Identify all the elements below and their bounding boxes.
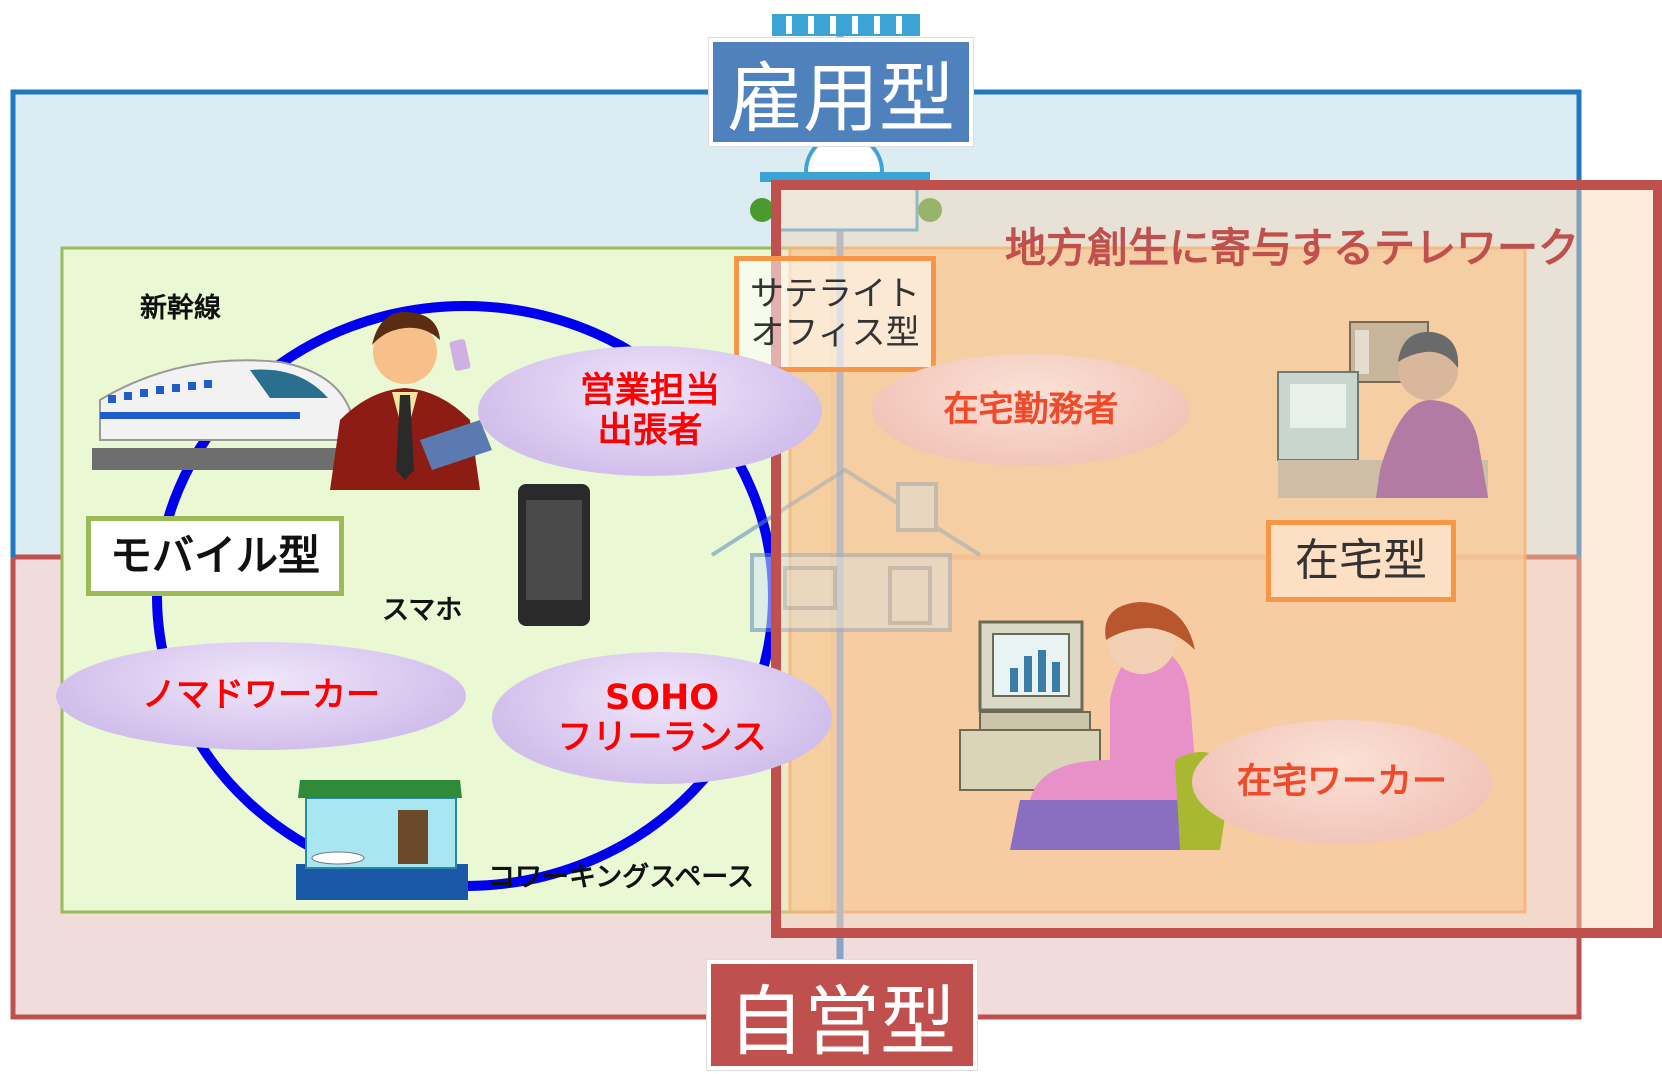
home-worker-icon — [959, 602, 1232, 850]
smartphone-icon — [518, 484, 590, 626]
employed-type-label: 雇用型 — [727, 54, 955, 143]
regional-title: 地方創生に寄与するテレワーク — [1005, 224, 1579, 272]
role-soho: SOHO フリーランス — [492, 652, 832, 784]
smartphone-label: スマホ — [382, 595, 463, 626]
self-employed-type-tag: 自営型 — [707, 960, 977, 1070]
employed-type-tag: 雇用型 — [709, 38, 973, 146]
businessman-icon — [330, 311, 492, 490]
self-employed-type-label: 自営型 — [728, 977, 956, 1066]
role-nomad: ノマドワーカー — [56, 642, 466, 750]
role-sales: 営業担当 出張者 — [478, 346, 822, 476]
shinkansen-label: 新幹線 — [140, 293, 221, 324]
shinkansen-icon — [92, 359, 352, 470]
role-home-employee: 在宅勤務者 — [872, 354, 1190, 466]
satellite-type-label: サテライト オフィス型 — [734, 256, 936, 372]
house-icon — [710, 467, 982, 632]
mobile-type-label: モバイル型 — [86, 516, 344, 596]
home-type-label: 在宅型 — [1266, 520, 1456, 602]
home-office-worker-icon — [1277, 321, 1488, 498]
role-home-worker: 在宅ワーカー — [1192, 720, 1492, 844]
cafe-icon — [296, 780, 468, 900]
coworking-label: コワーキングスペース — [488, 862, 754, 893]
